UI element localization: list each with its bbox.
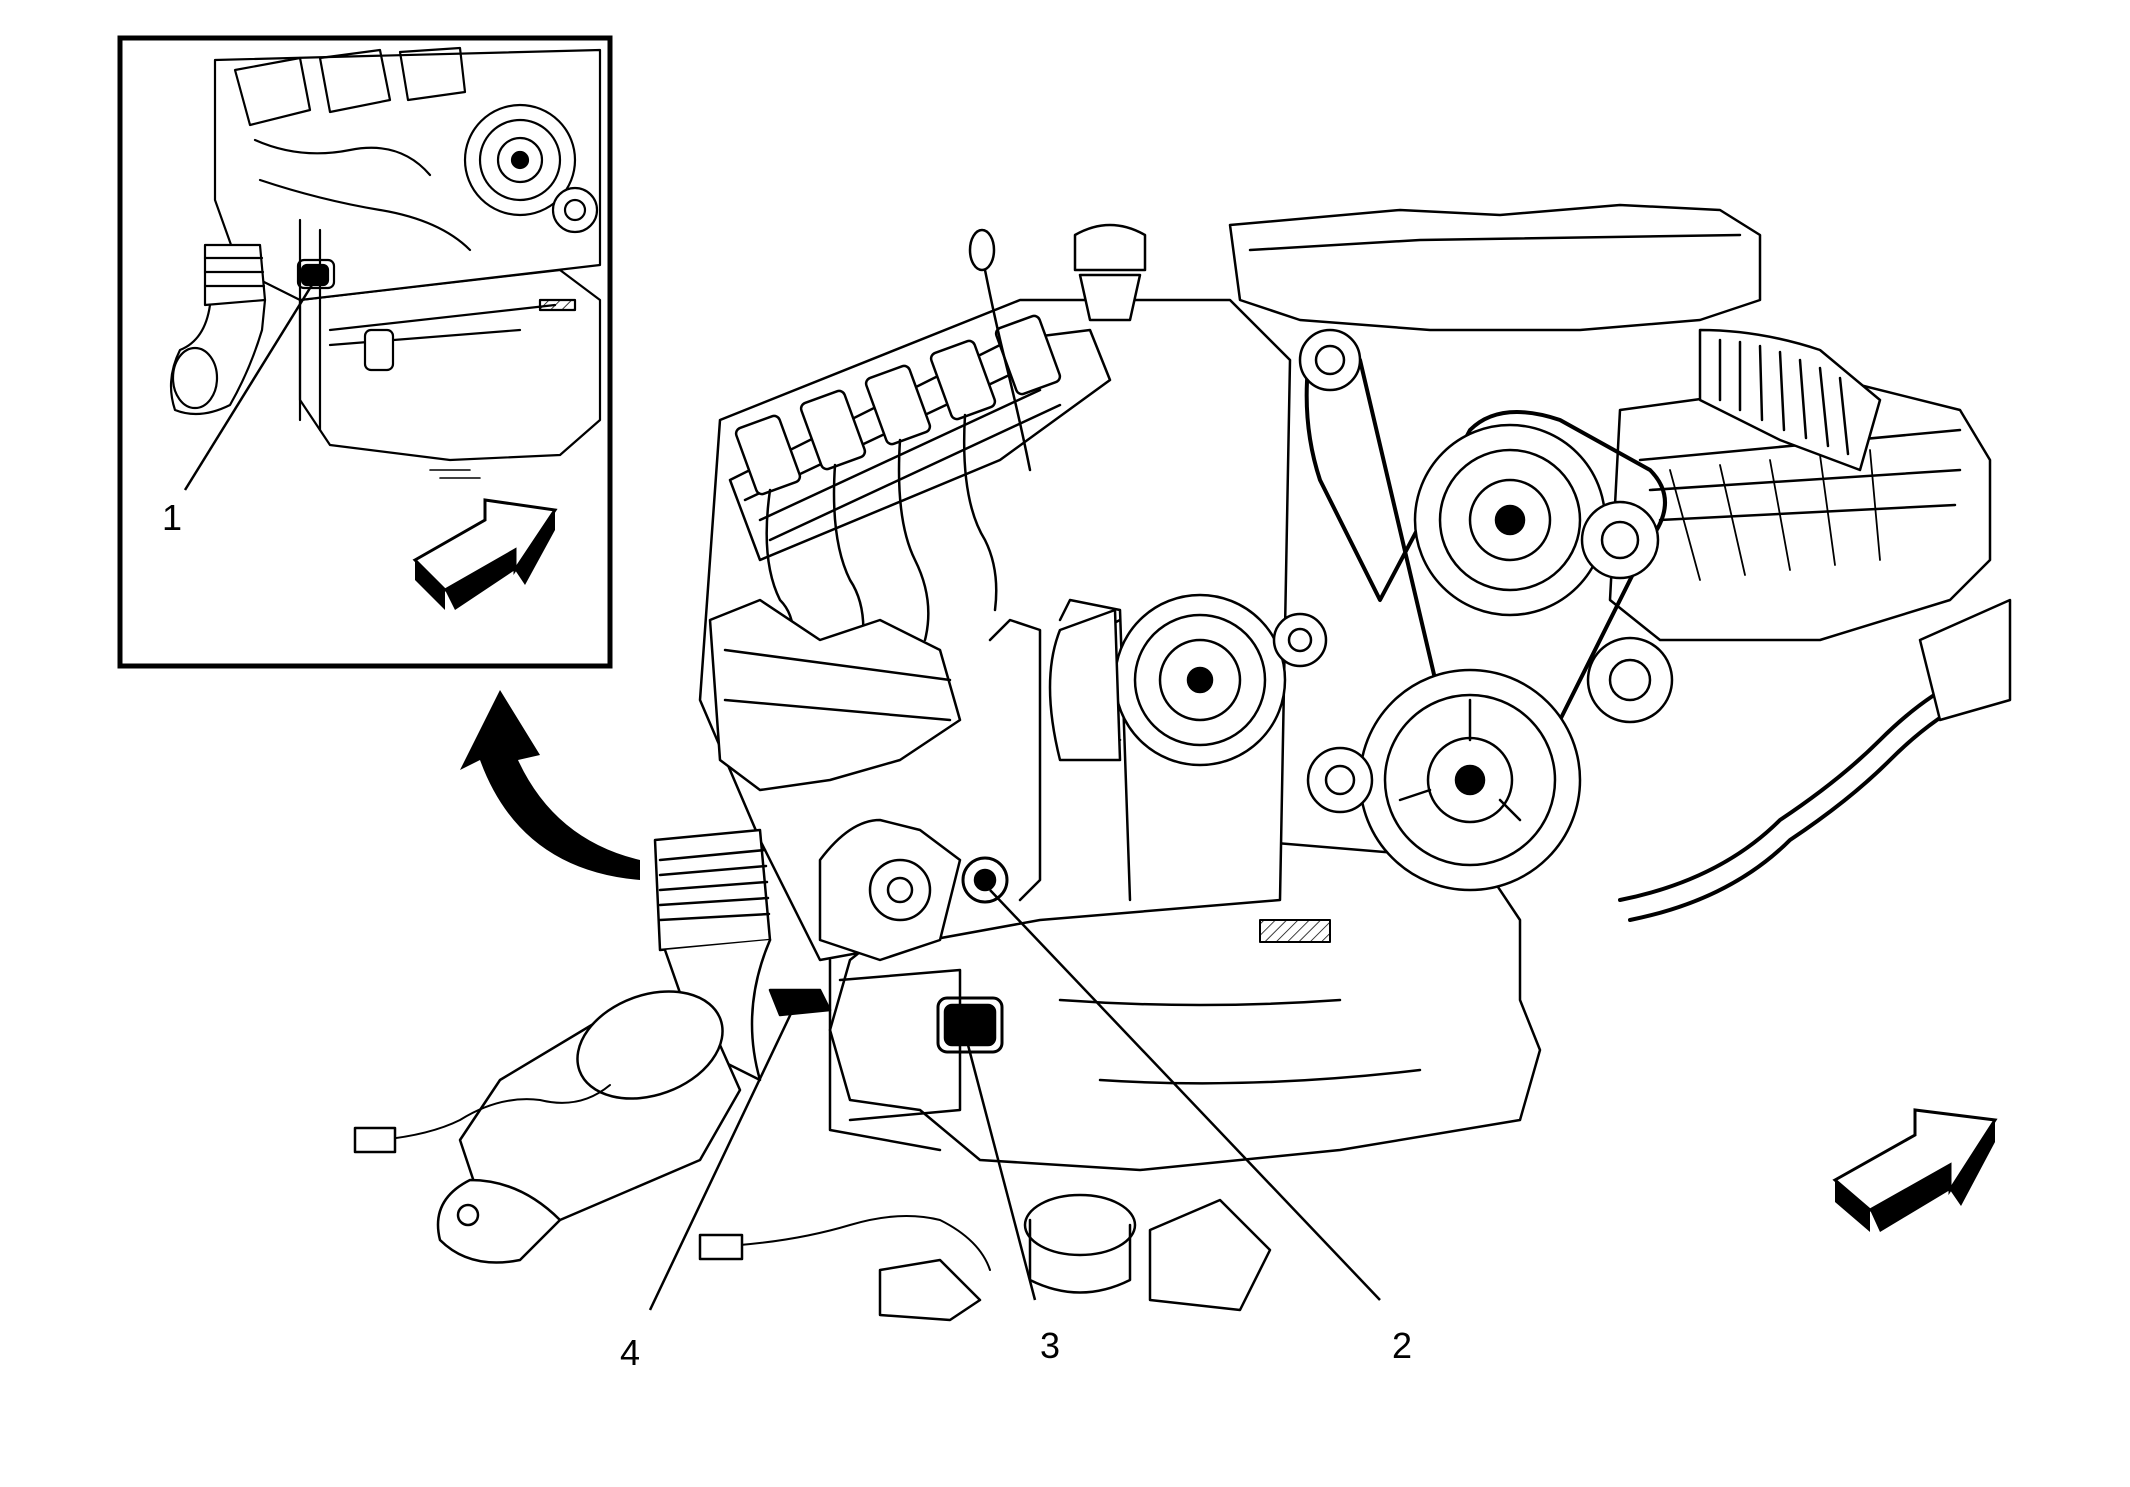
main-engine-view [353, 203, 2012, 1322]
inset-detail-view [117, 35, 613, 669]
engine-block-sensor [961, 856, 1009, 904]
exhaust-system [436, 828, 772, 1264]
callout-label-4: 4 [620, 1332, 640, 1373]
callout-3-leader [966, 1044, 1037, 1301]
exhaust-bracket-sensor [768, 988, 832, 1017]
callout-leaders [648, 889, 1381, 1311]
starter-motor [818, 818, 962, 962]
callout-label-2: 2 [1392, 1325, 1412, 1366]
callout-1-leader [183, 279, 317, 491]
air-cleaner [1228, 203, 1992, 642]
direction-arrow-icon [412, 498, 558, 610]
direction-arrow-icon [1832, 1108, 1998, 1232]
callout-2-leader [989, 889, 1381, 1301]
callout-label-3: 3 [1040, 1325, 1060, 1366]
lower-components [878, 1193, 1272, 1322]
accessory-drive [1048, 328, 1674, 892]
oil-pan-sensor [936, 996, 1004, 1054]
callout-labels: 1 2 3 4 [162, 497, 1412, 1373]
coolant-hose [1618, 678, 1962, 902]
oxygen-sensor-wiring [353, 1084, 991, 1271]
curved-arrow-icon [460, 690, 640, 880]
callout-4-leader [648, 1004, 797, 1311]
callout-label-1: 1 [162, 497, 182, 538]
engine-block [698, 223, 1292, 962]
